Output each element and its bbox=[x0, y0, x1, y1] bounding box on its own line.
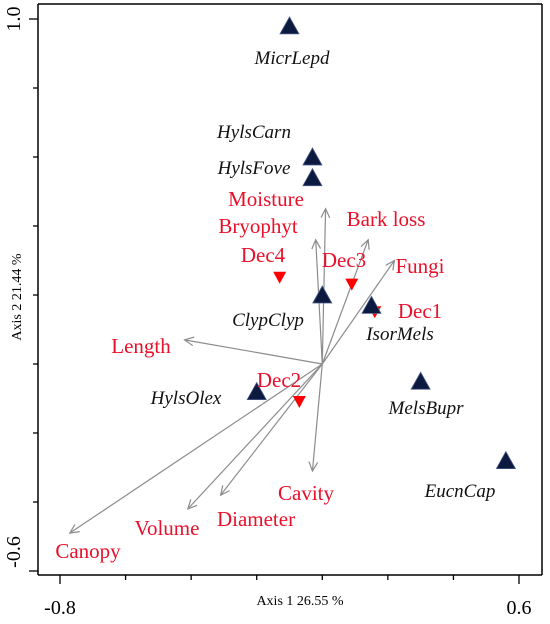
x-axis-title: Axis 1 26.55 % bbox=[256, 594, 343, 609]
x-tick-label-right: 0.6 bbox=[507, 597, 532, 619]
vector-cavity bbox=[311, 363, 323, 472]
level-label-dec2: Dec2 bbox=[257, 368, 301, 392]
species-marker-isormels bbox=[361, 295, 382, 314]
axes bbox=[29, 3, 543, 584]
vector-arrowhead-cavity bbox=[308, 461, 319, 473]
species-label-isormels: IsorMels bbox=[365, 324, 434, 345]
vector-label-bark-loss: Bark loss bbox=[347, 207, 426, 231]
vector-diameter bbox=[220, 363, 323, 496]
vector-moisture bbox=[321, 208, 327, 365]
vector-arrowhead-bark-loss bbox=[360, 238, 370, 250]
vector-arrowhead-fungi bbox=[385, 259, 396, 271]
species-marker-melsbupr bbox=[410, 371, 431, 390]
species-marker-clypclyp bbox=[312, 285, 333, 304]
species-marker-hylsolex bbox=[246, 381, 267, 401]
vector-label-cavity: Cavity bbox=[278, 481, 334, 505]
level-marker-dec4 bbox=[273, 271, 287, 284]
y-tick-label-top: 1.0 bbox=[3, 7, 25, 32]
vector-volume bbox=[187, 363, 323, 510]
vector-label-moisture: Moisture bbox=[228, 187, 304, 211]
vector-label-bryophyt: Bryophyt bbox=[218, 214, 298, 238]
species-label-clypclyp: ClypClyp bbox=[232, 310, 304, 331]
vector-arrowhead-diameter bbox=[219, 485, 230, 497]
vector-arrowhead-moisture bbox=[320, 207, 331, 219]
species-marker-hylsfove bbox=[302, 167, 323, 187]
y-axis-title: Axis 2 21.44 % bbox=[10, 253, 25, 340]
vector-bark-loss bbox=[321, 239, 369, 365]
species-marker-hylscarn bbox=[302, 147, 323, 166]
y-tick-label-bottom: -0.6 bbox=[3, 536, 25, 568]
point-labels: MicrLepdHylsCarnHylsFoveClypClypIsorMels… bbox=[55, 48, 495, 563]
vector-arrowhead-length bbox=[183, 336, 195, 347]
x-tick-label-left: -0.8 bbox=[44, 597, 76, 619]
species-label-hylsolex: HylsOlex bbox=[150, 388, 222, 409]
vector-label-canopy: Canopy bbox=[55, 539, 121, 563]
vector-label-diameter: Diameter bbox=[217, 507, 295, 531]
vector-label-fungi: Fungi bbox=[395, 254, 444, 278]
species-markers bbox=[246, 16, 517, 470]
species-label-eucncap: EucnCap bbox=[424, 481, 496, 502]
species-label-melsbupr: MelsBupr bbox=[388, 398, 465, 419]
species-label-hylscarn: HylsCarn bbox=[216, 122, 291, 143]
vector-canopy bbox=[69, 363, 323, 534]
level-marker-dec2 bbox=[292, 395, 306, 408]
level-label-dec1: Dec1 bbox=[398, 299, 442, 323]
environmental-vectors bbox=[68, 207, 396, 534]
species-label-hylsfove: HylsFove bbox=[217, 158, 291, 179]
species-marker-eucncap bbox=[495, 450, 517, 470]
vector-fungi bbox=[321, 260, 395, 365]
vector-arrowhead-volume bbox=[186, 499, 198, 510]
level-marker-dec3 bbox=[345, 278, 359, 291]
species-marker-micrlepd bbox=[279, 16, 300, 35]
vector-label-length: Length bbox=[111, 334, 171, 358]
level-label-dec4: Dec4 bbox=[241, 243, 286, 267]
species-label-micrlepd: MicrLepd bbox=[254, 48, 330, 69]
vector-length bbox=[184, 339, 323, 365]
vector-label-volume: Volume bbox=[135, 516, 200, 540]
level-label-dec3: Dec3 bbox=[322, 248, 366, 272]
vector-arrowhead-canopy bbox=[68, 524, 80, 534]
vector-arrowhead-bryophyt bbox=[311, 238, 322, 250]
